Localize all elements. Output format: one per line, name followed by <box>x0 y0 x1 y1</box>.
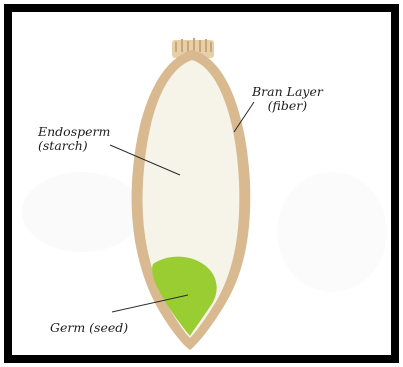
endosperm-label-line1: Endosperm <box>38 125 110 139</box>
germ-label-line1: Germ (seed) <box>50 321 128 335</box>
grain-kernel-diagram <box>12 12 391 355</box>
germ-label: Germ (seed) <box>50 321 128 335</box>
endosperm-label: Endosperm (starch) <box>38 125 110 153</box>
bran-label-line1: Bran Layer <box>252 85 323 99</box>
bran-label: Bran Layer (fiber) <box>252 85 323 113</box>
bran-label-line2: (fiber) <box>252 99 323 113</box>
diagram-frame: Endosperm (starch) Bran Layer (fiber) Ge… <box>4 4 399 363</box>
endosperm-label-line2: (starch) <box>38 139 110 153</box>
